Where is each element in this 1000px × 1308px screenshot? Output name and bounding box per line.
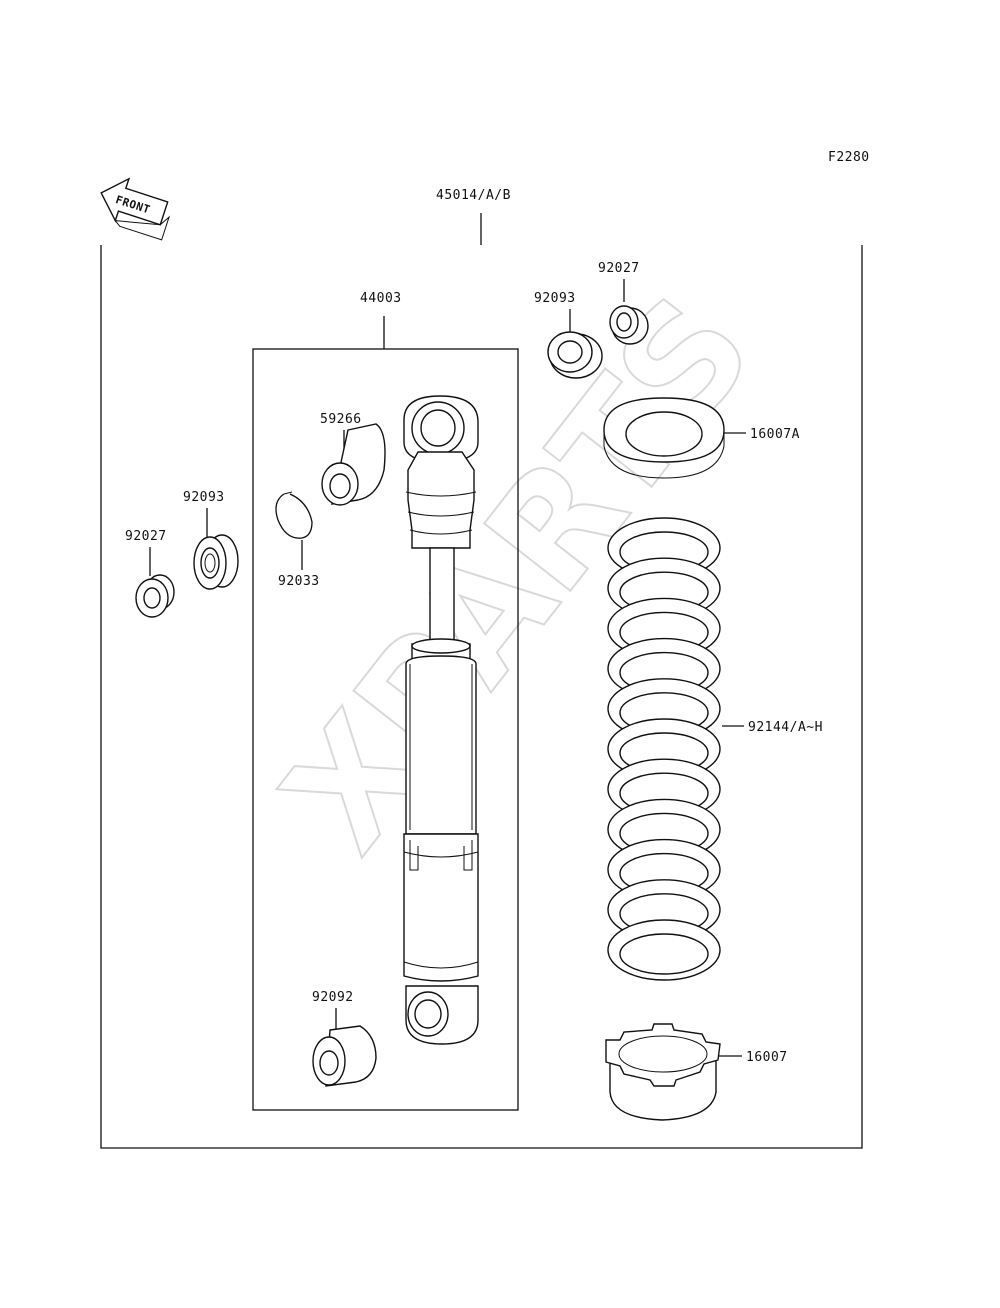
label-spring-guide-bottom: 16007 (746, 1050, 788, 1065)
collar-right (609, 305, 649, 345)
collar-left (135, 574, 175, 618)
label-washer-right: 92093 (534, 291, 576, 306)
label-shock-unit: 44003 (360, 291, 402, 306)
washer-right (547, 331, 603, 379)
label-bushing-bottom: 92092 (312, 990, 354, 1005)
circlip (275, 491, 313, 539)
assembly-outline (100, 245, 863, 1149)
shock-absorber (403, 395, 479, 1045)
spring-guide-top (603, 397, 725, 479)
label-collar-right: 92027 (598, 261, 640, 276)
bushing-top (321, 423, 386, 506)
label-circlip: 92033 (278, 574, 320, 589)
washer-left (193, 534, 239, 590)
label-assembly: 45014/A/B (436, 188, 511, 203)
spring-coil-inner (619, 933, 709, 975)
spring-guide-bottom (605, 1023, 721, 1121)
bushing-bottom (312, 1025, 377, 1087)
label-spring: 92144/A~H (748, 720, 823, 735)
figure-code: F2280 (828, 150, 870, 165)
label-spring-guide-top: 16007A (750, 427, 800, 442)
label-bushing-top: 59266 (320, 412, 362, 427)
shock-unit-box (252, 348, 519, 1111)
coil-spring (607, 517, 721, 981)
front-arrow-icon: FRONT (100, 177, 171, 241)
label-collar-left: 92027 (125, 529, 167, 544)
label-washer-left: 92093 (183, 490, 225, 505)
